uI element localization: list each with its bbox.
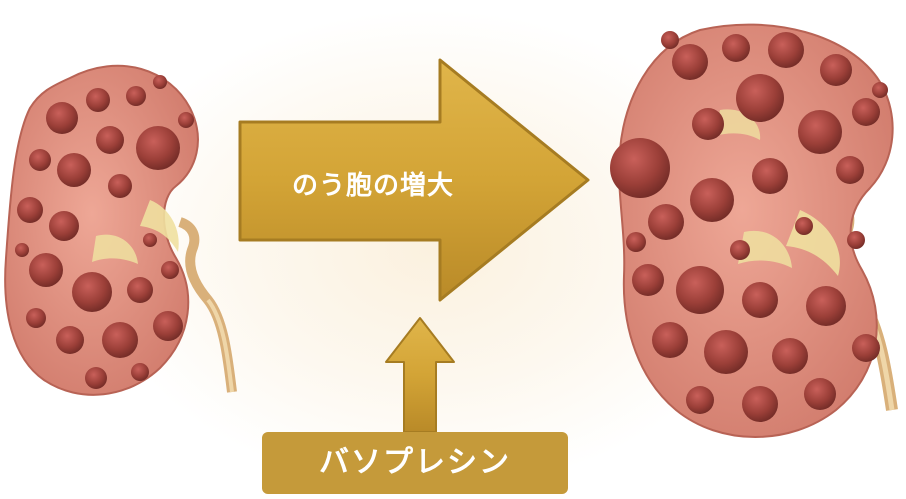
stimulus-label: バソプレシン bbox=[319, 445, 511, 480]
progression-arrow bbox=[238, 58, 590, 302]
stimulus-arrow bbox=[385, 317, 455, 433]
stimulus-box bbox=[262, 432, 568, 494]
small-kidney-illustration bbox=[4, 64, 237, 396]
enlarged-kidney-illustration bbox=[610, 23, 898, 438]
arrow-label: のう胞の増大 bbox=[292, 171, 455, 201]
